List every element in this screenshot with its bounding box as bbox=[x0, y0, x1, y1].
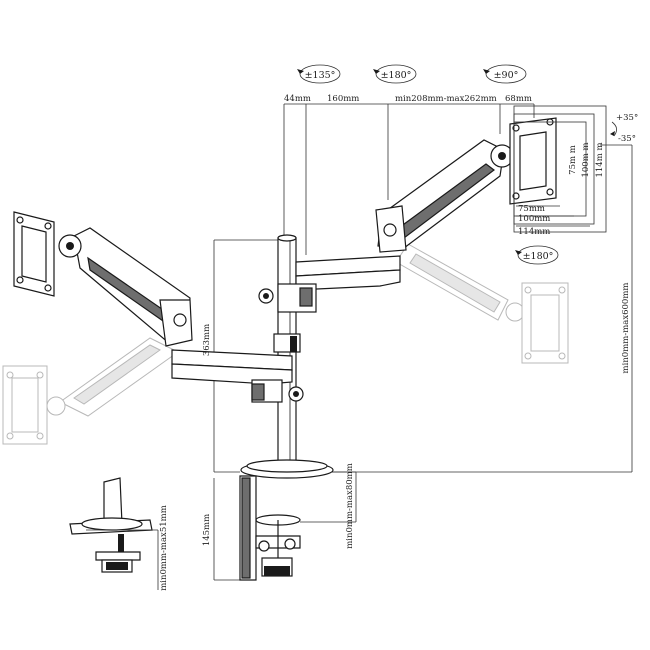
dim-208-262mm: min208mm-max262mm bbox=[395, 94, 497, 104]
tilt-label-up: +35° bbox=[616, 113, 638, 123]
desk-clamp bbox=[239, 459, 334, 581]
dim-vertical-range: min0mm-max600mm bbox=[621, 283, 631, 374]
vesa-114-vertical: 114m m bbox=[595, 142, 605, 177]
vesa-75-horizontal: 75mm bbox=[518, 204, 545, 214]
dim-44mm: 44mm bbox=[284, 94, 311, 104]
ghost-right-arm bbox=[395, 243, 525, 322]
dim-pole-height: 363mm bbox=[202, 324, 212, 356]
right-monitor-plate bbox=[509, 117, 557, 205]
upper-swivel-bar bbox=[258, 255, 401, 313]
dim-clamp-height: 145mm bbox=[202, 514, 212, 546]
clamp-height-dimension bbox=[213, 478, 240, 581]
rotation-arrow-left: ±135° bbox=[297, 64, 341, 84]
right-gas-spring-arm bbox=[375, 139, 514, 253]
tilt-arrow: +35° -35° bbox=[610, 113, 638, 144]
tilt-label-down: -35° bbox=[618, 134, 636, 144]
dim-68mm: 68mm bbox=[505, 94, 532, 104]
rotation-label-lower: ±180° bbox=[523, 251, 554, 262]
dim-160mm: 160mm bbox=[327, 94, 359, 104]
vesa-pattern-boxes bbox=[513, 105, 607, 233]
grommet-mount-inset bbox=[69, 477, 159, 590]
lower-swivel-bar bbox=[171, 349, 304, 403]
vesa-100-vertical: 100m m bbox=[581, 142, 591, 177]
left-gas-spring-arm bbox=[58, 227, 193, 347]
vesa-75-vertical: 75m m bbox=[568, 145, 578, 175]
left-monitor-plate bbox=[13, 211, 55, 297]
dim-clamp-range: min0mm-max80mm bbox=[345, 463, 355, 549]
vertical-range-dimension bbox=[306, 144, 633, 473]
dim-grommet-range: min0mm-max51mm bbox=[159, 505, 169, 591]
rotation-arrow-lower: ±180° bbox=[515, 245, 559, 265]
ghost-right-monitor-plate bbox=[521, 282, 569, 364]
rotation-label-right: ±90° bbox=[494, 70, 519, 81]
ghost-left-monitor-plate bbox=[2, 365, 48, 445]
vesa-100-horizontal: 100mm bbox=[518, 214, 550, 224]
rotation-label-left: ±135° bbox=[305, 70, 336, 81]
vesa-114-horizontal: 114mm bbox=[518, 227, 550, 237]
ghost-left-arm bbox=[46, 337, 179, 417]
rotation-label-middle: ±180° bbox=[381, 70, 412, 81]
rotation-arrow-right: ±90° bbox=[483, 64, 527, 84]
rotation-arrow-middle: ±180° bbox=[373, 64, 417, 84]
